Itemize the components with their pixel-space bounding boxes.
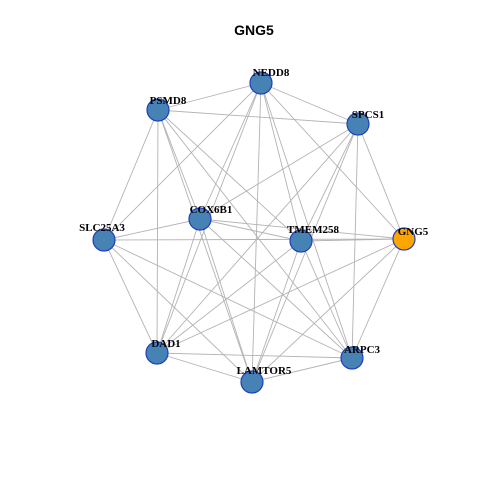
- edge-nedd8-tmem258: [260, 82, 302, 242]
- node-spcs1[interactable]: [346, 112, 370, 136]
- edge-gng5-lamtor5: [251, 238, 405, 383]
- node-label-psmd8: PSMD8: [150, 95, 187, 107]
- edge-slc25a3-dad1: [103, 239, 158, 354]
- edge-psmd8-arpc3: [157, 109, 353, 359]
- node-label-arpc3: ARPC3: [344, 344, 381, 356]
- edge-psmd8-tmem258: [157, 109, 302, 242]
- edge-spcs1-arpc3: [351, 123, 359, 359]
- node-label-slc25a3: SLC25A3: [79, 222, 125, 234]
- node-layer: [92, 71, 416, 394]
- edge-nedd8-spcs1: [260, 82, 359, 125]
- edge-cox6b1-dad1: [156, 218, 201, 354]
- node-gng5[interactable]: [392, 227, 416, 251]
- node-label-cox6b1: COX6B1: [190, 204, 233, 216]
- edge-psmd8-slc25a3: [103, 109, 159, 241]
- edge-slc25a3-cox6b1: [103, 218, 201, 241]
- edge-slc25a3-lamtor5: [103, 239, 253, 383]
- edge-psmd8-spcs1: [157, 109, 359, 125]
- edge-slc25a3-gng5: [103, 238, 405, 241]
- edge-lamtor5-arpc3: [251, 357, 353, 383]
- edge-tmem258-lamtor5: [251, 240, 302, 383]
- edge-psmd8-cox6b1: [157, 109, 201, 220]
- edge-cox6b1-arpc3: [199, 218, 353, 359]
- edge-spcs1-lamtor5: [251, 123, 359, 383]
- node-arpc3[interactable]: [340, 346, 364, 370]
- edge-cox6b1-tmem258: [199, 218, 302, 242]
- node-nedd8[interactable]: [249, 71, 273, 95]
- edge-nedd8-gng5: [260, 82, 405, 240]
- graph-title: GNG5: [234, 22, 274, 38]
- edge-slc25a3-arpc3: [103, 239, 353, 359]
- edge-spcs1-gng5: [357, 123, 405, 240]
- node-label-dad1: DAD1: [151, 338, 180, 350]
- node-tmem258[interactable]: [289, 229, 313, 253]
- edge-nedd8-lamtor5: [251, 82, 262, 383]
- edge-gng5-arpc3: [351, 238, 405, 359]
- edge-psmd8-lamtor5: [157, 109, 253, 383]
- node-cox6b1[interactable]: [188, 207, 212, 231]
- node-label-spcs1: SPCS1: [352, 109, 384, 121]
- edge-spcs1-dad1: [156, 123, 359, 354]
- node-label-lamtor5: LAMTOR5: [237, 365, 292, 377]
- node-psmd8[interactable]: [146, 98, 170, 122]
- edge-nedd8-slc25a3: [103, 82, 262, 241]
- node-label-nedd8: NEDD8: [253, 67, 290, 79]
- node-label-gng5: GNG5: [398, 226, 429, 238]
- edge-tmem258-gng5: [300, 238, 405, 242]
- edge-tmem258-dad1: [156, 240, 302, 354]
- node-lamtor5[interactable]: [240, 370, 264, 394]
- edge-dad1-arpc3: [156, 352, 353, 359]
- edge-psmd8-dad1: [156, 109, 159, 354]
- edge-spcs1-tmem258: [300, 123, 359, 242]
- edge-cox6b1-gng5: [199, 218, 405, 240]
- edge-spcs1-cox6b1: [199, 123, 359, 220]
- edge-tmem258-arpc3: [300, 240, 353, 359]
- edge-nedd8-arpc3: [260, 82, 353, 359]
- edge-layer: [103, 82, 405, 383]
- edge-gng5-dad1: [156, 238, 405, 354]
- node-slc25a3[interactable]: [92, 228, 116, 252]
- node-dad1[interactable]: [145, 341, 169, 365]
- edge-nedd8-psmd8: [157, 82, 262, 111]
- node-label-tmem258: TMEM258: [287, 224, 339, 236]
- edge-nedd8-cox6b1: [199, 82, 262, 220]
- edge-dad1-lamtor5: [156, 352, 253, 383]
